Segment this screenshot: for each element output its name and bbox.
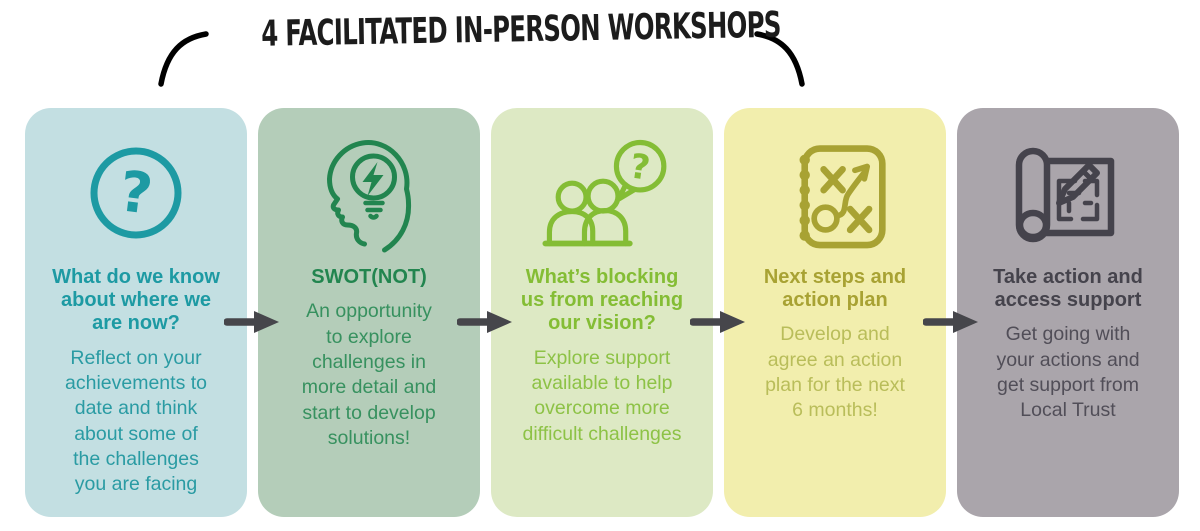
strategy-notebook-icon: [799, 145, 886, 249]
flow-arrow-4: [923, 311, 978, 333]
left-bracket-curve: [158, 31, 209, 87]
card-take-action: Take action and access support Get going…: [957, 108, 1179, 517]
right-bracket-curve: [754, 31, 805, 87]
flow-arrow-3: [690, 311, 745, 333]
flow-arrow-1: [224, 311, 279, 333]
card3-body: Explore support available to help overco…: [522, 346, 682, 445]
header-bracket-curves: [158, 31, 805, 87]
card-whats-blocking-us: ? What’s blocking us from reaching our v…: [491, 108, 713, 517]
question-circle-icon: ?: [90, 147, 182, 239]
card2-icon-area: [264, 124, 474, 262]
head-lightbulb-icon: [327, 140, 412, 253]
card4-icon-area: [730, 124, 940, 262]
people-question-icon: ?: [542, 139, 667, 247]
card3-icon-area: ?: [497, 124, 707, 262]
card-swot-not: SWOT(NOT) An opportunity to explore chal…: [258, 108, 480, 517]
card4-title: Next steps and action plan: [763, 266, 907, 312]
svg-text:?: ?: [116, 159, 156, 227]
blueprint-pencil-icon: [1015, 147, 1115, 243]
card1-icon-area: ?: [31, 124, 241, 262]
svg-text:?: ?: [627, 146, 652, 188]
flow-arrow-2: [457, 311, 512, 333]
card1-body: Reflect on your achievements to date and…: [65, 346, 207, 496]
card5-icon-area: [963, 124, 1173, 262]
workshop-cards-row: ? What do we know about where we are now…: [25, 108, 1179, 517]
card5-body: Get going with your actions and get supp…: [996, 323, 1140, 422]
card-where-are-we-now: ? What do we know about where we are now…: [25, 108, 247, 517]
card3-title: What’s blocking us from reaching our vis…: [520, 266, 684, 335]
card-next-steps: Next steps and action plan Develop and a…: [724, 108, 946, 517]
card2-title: SWOT(NOT): [311, 266, 427, 288]
card5-title: Take action and access support: [993, 266, 1143, 312]
card2-body: An opportunity to explore challenges in …: [301, 300, 437, 449]
card1-title: What do we know about where we are now?: [52, 266, 220, 335]
card4-body: Develop and agree an action plan for the…: [765, 323, 905, 422]
